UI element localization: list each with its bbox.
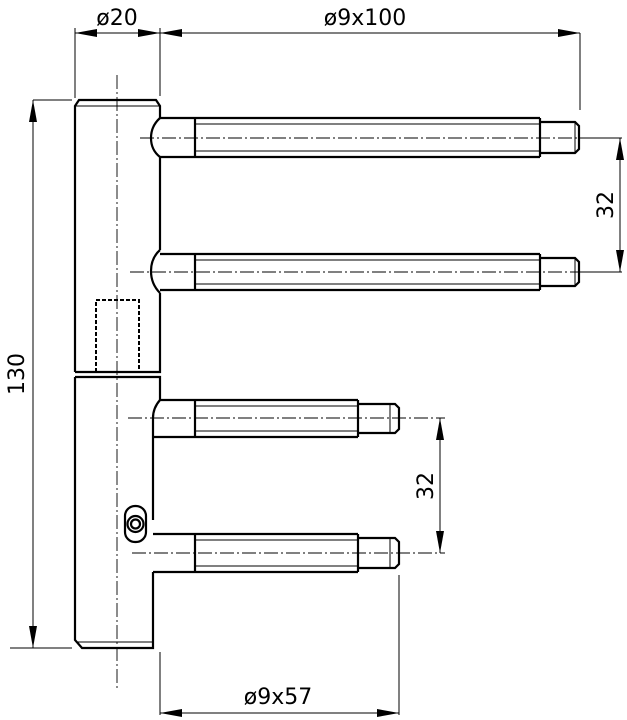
- dim-barrel-diameter: ø20: [74, 6, 161, 98]
- adjustment-screw-outer-icon: [126, 514, 145, 534]
- dim-label-total-height: 130: [5, 353, 30, 395]
- dim-lower-spacing: 32: [414, 418, 444, 553]
- dim-label-lower-spacing: 32: [414, 472, 439, 500]
- dim-total-height: 130: [5, 99, 72, 649]
- dim-short-pin: ø9x57: [159, 575, 400, 717]
- dim-long-pin: ø9x100: [160, 6, 581, 110]
- long-pin-upper: [140, 116, 622, 159]
- dim-label-short-pin: ø9x57: [244, 685, 312, 710]
- dim-label-long-pin: ø9x100: [324, 6, 406, 31]
- dim-label-upper-spacing: 32: [594, 191, 619, 219]
- short-pin-lower: [132, 532, 445, 574]
- adjustment-slot-icon: [123, 504, 148, 544]
- short-pin-upper: [128, 398, 445, 439]
- dim-label-barrel-diameter: ø20: [96, 6, 137, 31]
- long-pin-lower: [130, 249, 622, 294]
- lower-barrel: [73, 375, 162, 650]
- hidden-bore: [95, 299, 140, 372]
- adjustment-screw-inner-icon: [129, 518, 142, 530]
- upper-barrel: [73, 98, 162, 374]
- dim-upper-spacing: 32: [580, 137, 624, 273]
